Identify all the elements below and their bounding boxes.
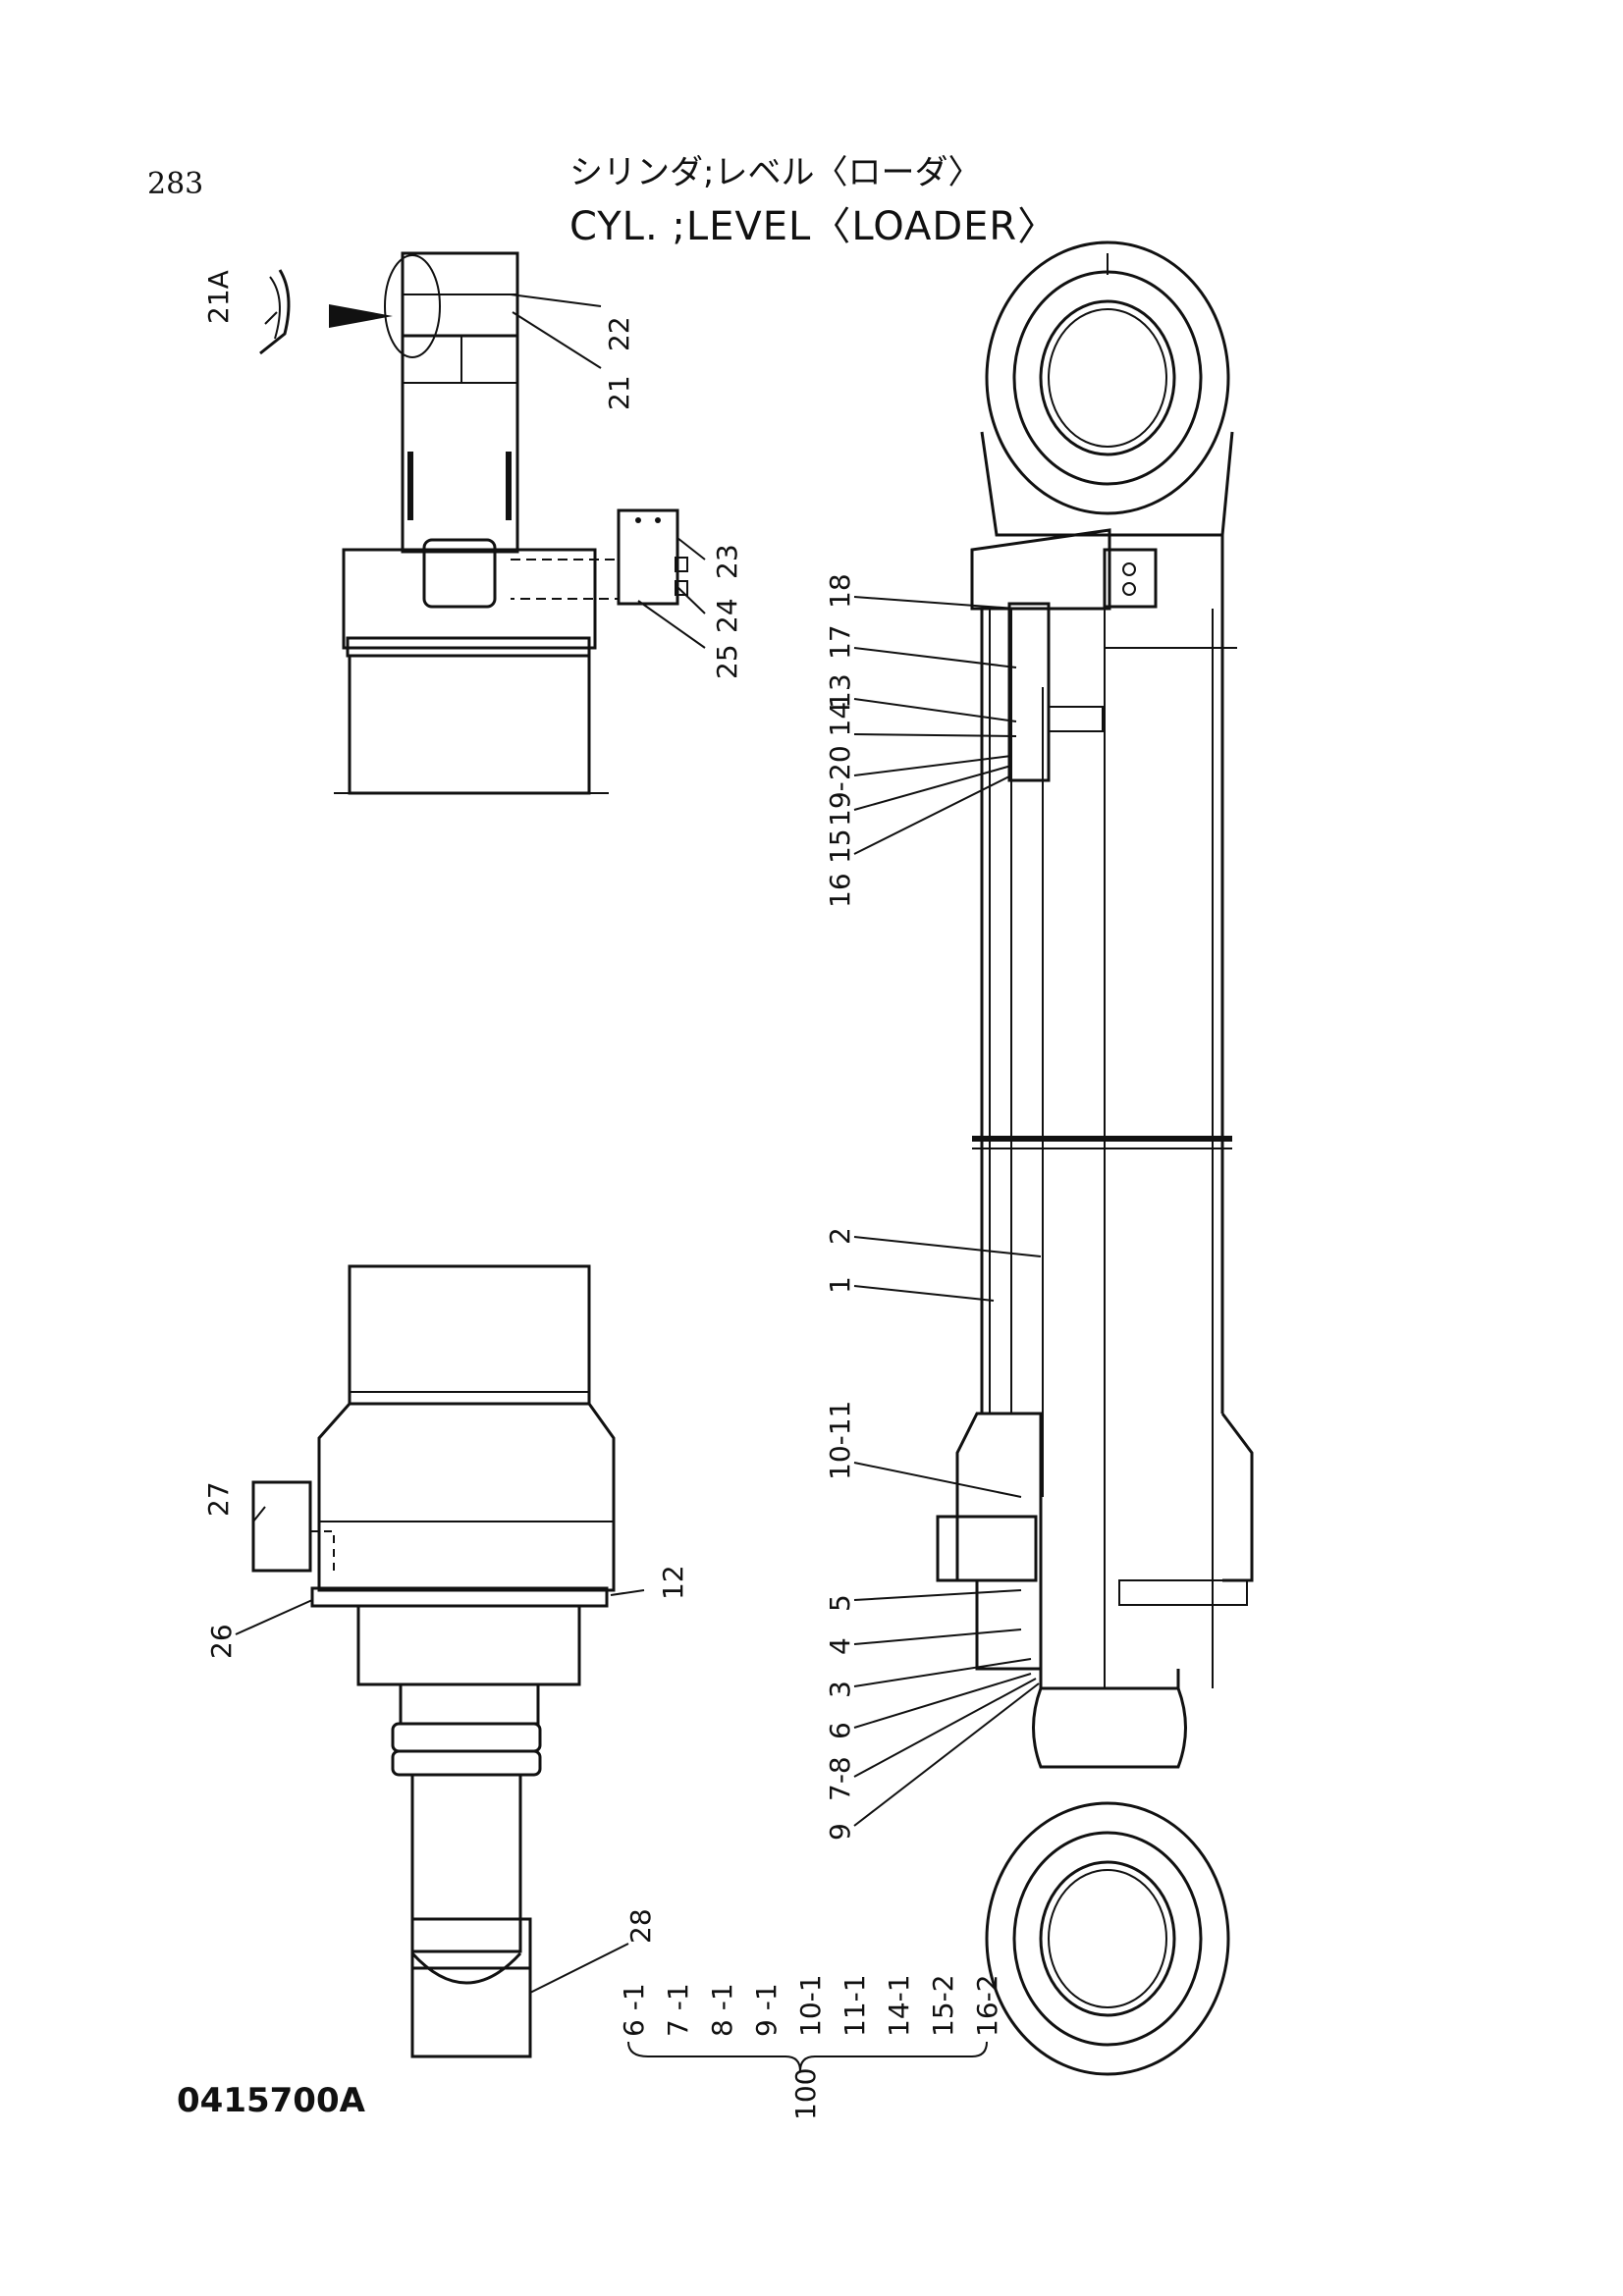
callout-18: 18 bbox=[824, 573, 856, 609]
callout-16: 16 bbox=[824, 873, 856, 908]
callout-labels: 21A 22 21 23 24 25 18 17 13 20 14 19- 15… bbox=[202, 270, 856, 2120]
callout-5: 5 bbox=[824, 1594, 856, 1612]
title-japanese: シリンダ;レベル〈ローダ〉 bbox=[569, 153, 982, 192]
main-cylinder-section bbox=[936, 240, 1254, 2076]
page-number: 283 bbox=[147, 167, 204, 201]
callout-26: 26 bbox=[205, 1624, 238, 1659]
kit-item: 8 -1 bbox=[706, 1983, 738, 2037]
callout-4: 4 bbox=[824, 1637, 856, 1655]
callout-1: 1 bbox=[824, 1276, 856, 1294]
callout-6: 6 bbox=[824, 1722, 856, 1739]
callout-23: 23 bbox=[711, 544, 743, 579]
callout-22: 22 bbox=[603, 316, 635, 351]
leader-lines bbox=[235, 294, 1042, 2072]
callout-24: 24 bbox=[711, 598, 743, 633]
callout-25: 25 bbox=[711, 644, 743, 679]
kit-item: 10-1 bbox=[794, 1974, 827, 2037]
kit-item: 7 -1 bbox=[662, 1983, 694, 2037]
callout-27: 27 bbox=[202, 1481, 235, 1517]
kit-item: 15-2 bbox=[927, 1974, 959, 2037]
callout-15: 15 bbox=[824, 828, 856, 864]
kit-list: 6 -1 7 -1 8 -1 9 -1 10-1 11-1 14-1 15-2 … bbox=[618, 1974, 1003, 2037]
callout-9: 9 bbox=[824, 1823, 856, 1841]
rod-end-detail bbox=[251, 1264, 616, 2058]
callout-21: 21 bbox=[603, 375, 635, 410]
callout-3: 3 bbox=[824, 1681, 856, 1698]
callout-20-14: 20 14 bbox=[824, 702, 856, 780]
kit-item: 11-1 bbox=[839, 1974, 871, 2037]
callout-7-8: 7-8 bbox=[824, 1756, 856, 1801]
callout-2: 2 bbox=[824, 1227, 856, 1245]
title-english: CYL. ;LEVEL〈LOADER〉 bbox=[569, 204, 1058, 249]
callout-10-11: 10-11 bbox=[824, 1401, 856, 1480]
callout-13: 13 bbox=[824, 673, 856, 709]
callout-19: 19- bbox=[824, 781, 856, 827]
callout-17: 17 bbox=[824, 624, 856, 660]
callout-12: 12 bbox=[657, 1565, 689, 1600]
kit-item: 9 -1 bbox=[750, 1983, 783, 2037]
kit-item: 16-2 bbox=[971, 1974, 1003, 2037]
callout-28: 28 bbox=[624, 1908, 657, 1944]
drawing-code: 0415700A bbox=[177, 2081, 365, 2120]
kit-item: 14-1 bbox=[883, 1974, 915, 2037]
kit-item: 6 -1 bbox=[618, 1983, 650, 2037]
callout-21A: 21A bbox=[202, 270, 235, 324]
callout-100: 100 bbox=[789, 2068, 822, 2120]
